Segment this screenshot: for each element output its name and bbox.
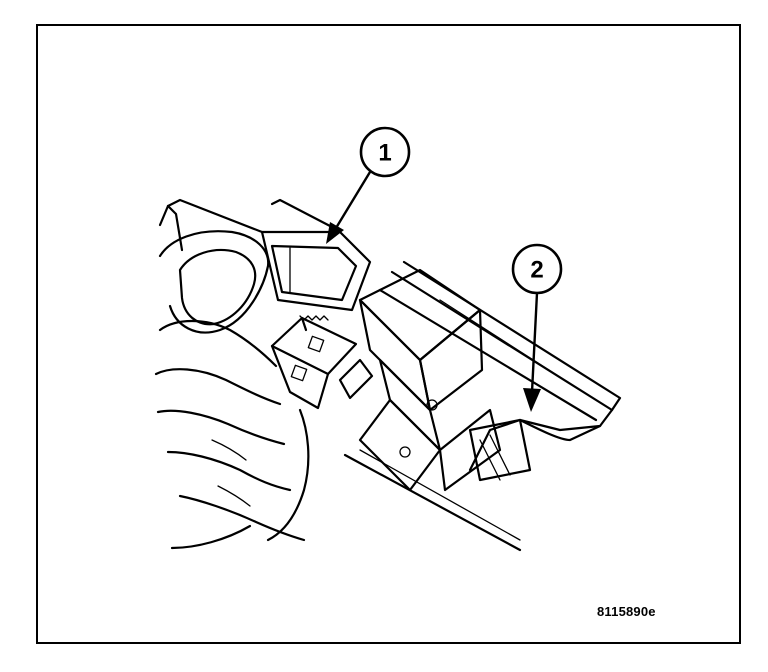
- lock-clip: [158, 198, 372, 312]
- switch-body: [338, 268, 532, 492]
- callout-2: 2: [511, 243, 563, 412]
- callout-1-number: 1: [378, 140, 391, 167]
- technician-hand: [154, 230, 310, 550]
- release-tab: [270, 315, 358, 410]
- figure-code: 8115890e: [597, 604, 656, 619]
- callout-2-arrowhead: [523, 388, 541, 412]
- callout-2-number: 2: [530, 257, 543, 284]
- callout-1-arrowhead: [326, 222, 344, 244]
- callout-1: 1: [326, 126, 411, 244]
